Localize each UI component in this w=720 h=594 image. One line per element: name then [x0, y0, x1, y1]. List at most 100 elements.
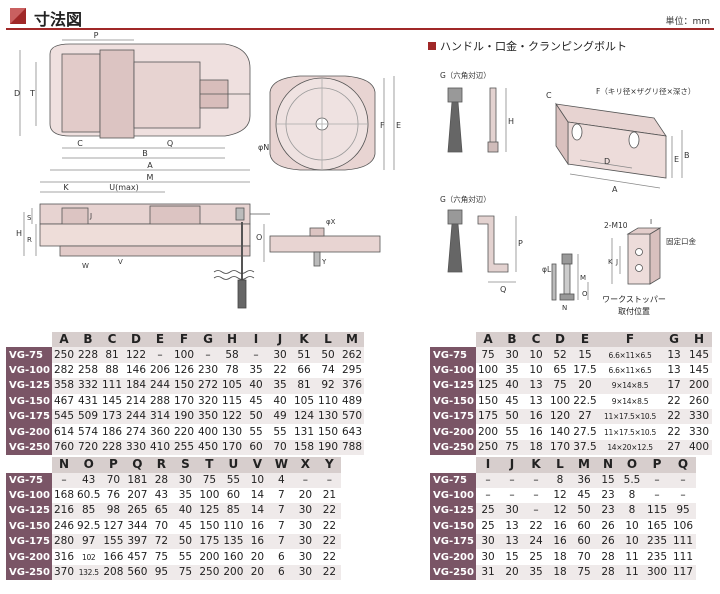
table-cell: 13: [500, 518, 524, 535]
table-cell: 122: [220, 408, 244, 425]
table-cell: 246: [52, 518, 76, 535]
model-cell: VG-100: [6, 362, 52, 379]
table-row: VG-175 175 50 16 120 27 11×17.5×10.5 22 …: [430, 408, 712, 425]
label-bolt-N: N: [562, 304, 567, 312]
table-cell: 75: [500, 439, 524, 456]
table-cell: –: [670, 487, 696, 504]
table-cell: 400: [196, 424, 220, 440]
col-header: P: [644, 457, 670, 473]
table-cell: 21: [317, 487, 342, 504]
col-header: Q: [670, 457, 696, 473]
table-cell: 330: [124, 439, 148, 456]
table-cell: 85: [221, 503, 246, 519]
model-cell: VG-125: [6, 503, 52, 519]
label-side-W: W: [82, 262, 89, 270]
table-cell: 18: [548, 549, 572, 565]
table-cell: 200: [476, 424, 500, 440]
handle-straight: [447, 87, 507, 153]
label-top-A: A: [147, 161, 153, 170]
table-cell: 574: [76, 424, 100, 440]
table-cell: –: [644, 487, 670, 504]
table-cell: 190: [172, 408, 196, 425]
table-cell: 23: [596, 503, 620, 519]
label-handle-G2: G（六角対辺）: [440, 194, 491, 204]
table-cell: 150: [197, 518, 222, 535]
col-header: I: [476, 457, 500, 473]
table-row: VG-150 246 92.5 127 344 70 45 150 110 16…: [6, 518, 365, 535]
spec-table-right-1: A B C D E F G H VG-75 75 30 10 52 15 6.6…: [430, 332, 712, 456]
table-cell: 27.5: [572, 424, 598, 440]
table-cell: 330: [686, 408, 712, 425]
table-header-row: A B C D E F G H: [430, 332, 712, 348]
col-header: P: [101, 457, 126, 473]
table-cell: 509: [76, 408, 100, 425]
stopper-caption-1: ワークストッパー: [602, 295, 666, 304]
table-cell: 186: [100, 424, 124, 440]
table-cell: 75: [197, 472, 222, 488]
table-cell: 43: [76, 472, 102, 488]
table-row: VG-75 250 228 81 122 – 100 – 58 – 30 51 …: [6, 347, 364, 363]
table-cell: 110: [221, 518, 246, 535]
table-cell: 467: [52, 393, 76, 409]
table-cell: 50: [173, 534, 198, 550]
table-cell: 370: [52, 564, 76, 581]
table-cell: 111: [100, 378, 124, 394]
col-header: D: [548, 332, 572, 348]
table-cell: 570: [340, 408, 364, 425]
table-cell: –: [196, 347, 220, 363]
table-cell: 106: [670, 518, 696, 535]
col-header: O: [76, 457, 102, 473]
table-cell: 45: [572, 487, 596, 504]
table-cell: 295: [340, 362, 364, 379]
table-header-row: I J K L M N O P Q: [430, 457, 696, 473]
table-cell: 13: [662, 347, 686, 363]
table-row: VG-75 – 43 70 181 28 30 75 55 10 4 – –: [6, 472, 365, 488]
col-header: A: [52, 332, 76, 348]
table-cell: 344: [125, 518, 150, 535]
table-cell: 25: [524, 549, 548, 565]
page-title: 寸法図: [34, 10, 83, 29]
table-cell: 170: [220, 439, 244, 456]
col-header: W: [269, 457, 294, 473]
col-header: F: [172, 332, 196, 348]
table-cell: 30: [500, 503, 524, 519]
spec-panel-left: A B C D E F G H I J K L M VG-75 250 228 …: [6, 332, 365, 581]
table-cell: 17.5: [572, 362, 598, 379]
table-cell: 8: [548, 472, 572, 488]
table-cell: 76: [101, 487, 126, 504]
table-cell: 145: [686, 362, 712, 379]
table-cell: 12: [548, 503, 572, 519]
table-cell: 65: [548, 362, 572, 379]
dimension-drawings: P D T C Q B A φN F E M K U: [14, 32, 696, 316]
spec-table-right-2: I J K L M N O P Q VG-75 – – – 8 36 15 5.…: [430, 457, 696, 581]
table-cell: 25: [476, 518, 500, 535]
col-header: C: [100, 332, 124, 348]
table-cell: 282: [52, 362, 76, 379]
col-header: A: [476, 332, 500, 348]
table-row: VG-100 100 35 10 65 17.5 6.6×11×6.5 13 1…: [430, 362, 712, 379]
table-row: VG-200 316 102 166 457 75 55 200 160 20 …: [6, 549, 365, 565]
table-cell: 55: [173, 549, 198, 565]
model-cell: VG-125: [430, 378, 476, 394]
table-row: VG-100 – – – 12 45 23 8 – –: [430, 487, 696, 504]
model-cell: VG-100: [430, 487, 476, 504]
table-cell: –: [524, 487, 548, 504]
table-cell: 126: [172, 362, 196, 379]
model-cell: VG-100: [430, 362, 476, 379]
table-cell: 88: [100, 362, 124, 379]
table-cell: 27: [662, 439, 686, 456]
table-cell: 431: [76, 393, 100, 409]
table-cell: 158: [292, 439, 316, 456]
table-cell: 115: [644, 503, 670, 519]
table-cell: 320: [196, 393, 220, 409]
table-cell: 20: [572, 378, 598, 394]
table-cell: 124: [292, 408, 316, 425]
table-cell: –: [148, 347, 172, 363]
table-cell: 173: [100, 408, 124, 425]
table-cell: 15: [572, 347, 598, 363]
table-row: VG-150 150 45 13 100 22.5 9×14×8.5 22 26…: [430, 393, 712, 409]
table-cell: 117: [670, 564, 696, 581]
table-cell: 23: [596, 487, 620, 504]
table-cell: 13: [524, 393, 548, 409]
table-cell: 37.5: [572, 439, 598, 456]
